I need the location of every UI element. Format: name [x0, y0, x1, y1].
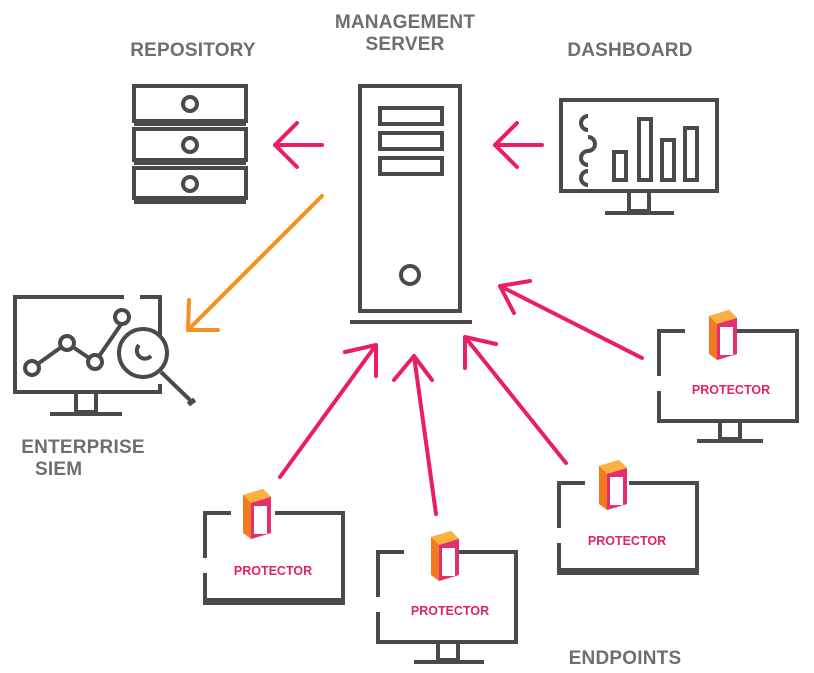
protector-label: PROTECTOR — [588, 534, 666, 548]
enterprise-siem-label-line2: SIEM — [35, 459, 83, 480]
enterprise-siem-label-line1: ENTERPRISE — [21, 437, 145, 458]
endpoint-arrow-3 — [463, 335, 568, 465]
siem-arrow — [186, 194, 324, 332]
management-server-label-line2: SERVER — [365, 34, 445, 55]
endpoint-4: PROTECTOR — [657, 310, 799, 443]
protector-label: PROTECTOR — [692, 383, 770, 397]
repository-label: REPOSITORY — [130, 40, 256, 61]
management-server-icon — [350, 84, 472, 324]
endpoint-arrow-1 — [278, 343, 378, 479]
protector-label: PROTECTOR — [411, 604, 489, 618]
endpoint-3: PROTECTOR — [557, 460, 699, 575]
endpoint-arrows — [278, 279, 644, 516]
protector-logo-icon — [243, 489, 271, 539]
dashboard-arrow — [493, 121, 544, 169]
protector-label: PROTECTOR — [234, 564, 312, 578]
protector-logo-icon — [599, 460, 627, 510]
management-server-label: MANAGEMENT SERVER — [320, 12, 490, 56]
endpoint-1: PROTECTOR — [203, 489, 345, 605]
repository-arrow — [273, 121, 324, 169]
endpoint-2: PROTECTOR — [376, 531, 518, 664]
enterprise-siem-label: ENTERPRISE SIEM — [8, 437, 158, 481]
endpoints-label: ENDPOINTS — [568, 648, 682, 669]
management-server-label-line1: MANAGEMENT — [334, 12, 476, 33]
endpoint-arrow-4 — [498, 279, 644, 360]
siem-monitor-icon — [13, 295, 197, 416]
protector-logo-icon — [431, 531, 459, 581]
protector-logo-icon — [709, 310, 737, 360]
dashboard-monitor-icon — [559, 98, 719, 215]
dashboard-label: DASHBOARD — [567, 40, 693, 61]
repository-server-icon — [132, 84, 248, 204]
endpoint-arrow-2 — [392, 354, 438, 516]
